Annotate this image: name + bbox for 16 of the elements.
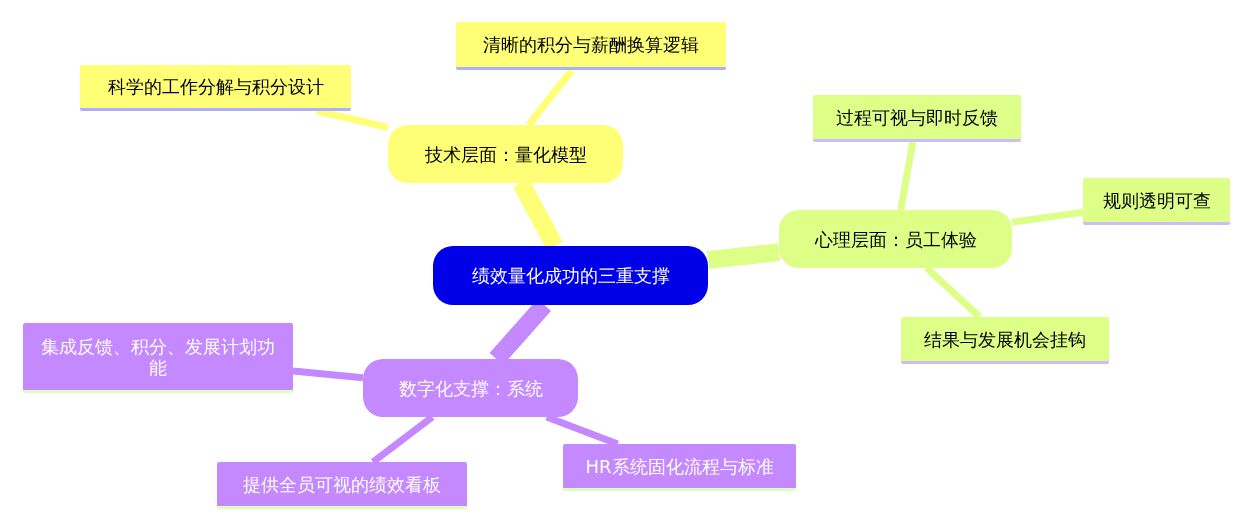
topic-pill: 技术层面：量化模型 [388,125,623,183]
topic-pill: 心理层面：员工体验 [779,210,1012,268]
branch-line [897,141,917,211]
central-topic: 绩效量化成功的三重支撑 [433,246,708,305]
subtopic-box: 提供全员可视的绩效看板 [217,462,467,509]
subtopic-box: HR系统固化流程与标准 [563,444,796,491]
topic-pill: 数字化支撑：系统 [363,359,578,417]
branch-line [292,367,364,382]
subtopic-box: 结果与发展机会挂钩 [901,317,1109,364]
subtopic-box: 科学的工作分解与积分设计 [80,65,351,111]
subtopic-box: 集成反馈、积分、发展计划功能 [23,323,293,393]
branch-line [707,243,780,270]
branch-line [1011,208,1084,226]
subtopic-box: 规则透明可查 [1083,178,1230,225]
subtopic-box: 过程可视与即时反馈 [813,95,1021,142]
subtopic-box: 清晰的积分与薪酬换算逻辑 [456,22,726,70]
